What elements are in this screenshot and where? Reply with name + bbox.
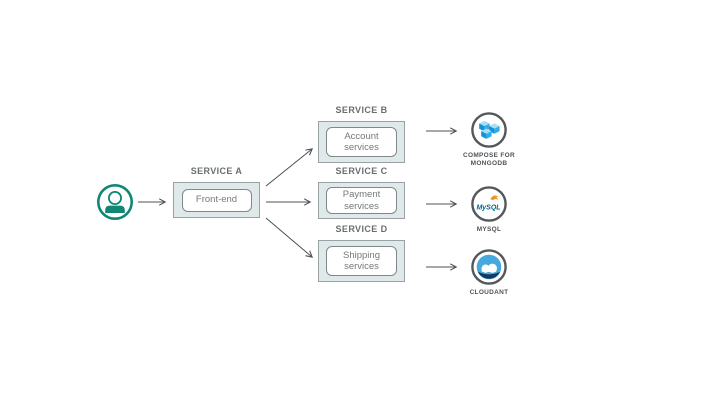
user-icon xyxy=(96,183,134,221)
service-c-node: SERVICE C Payment services xyxy=(318,166,405,219)
mysql-dolphin-glyph xyxy=(490,195,499,200)
cloudant-icon xyxy=(471,249,507,285)
mysql-icon: MySQL xyxy=(471,186,507,222)
service-a-box: Front-end xyxy=(173,182,260,218)
service-d-node: SERVICE D Shipping services xyxy=(318,224,405,282)
compose-for-mongodb-icon xyxy=(471,112,507,148)
service-d-label: SERVICE D xyxy=(335,224,388,234)
service-a-label: SERVICE A xyxy=(190,166,243,176)
service-d-box: Shipping services xyxy=(318,240,405,282)
service-b-label: SERVICE B xyxy=(335,105,388,115)
mysql-logo-text: MySQL xyxy=(476,205,500,212)
mysql-node: MySQL MYSQL xyxy=(457,185,521,234)
service-b-node: SERVICE B Account services xyxy=(318,105,405,163)
cloudant-node: CLOUDANT xyxy=(457,248,521,297)
service-b-component: Account services xyxy=(326,127,397,157)
service-c-label: SERVICE C xyxy=(335,166,388,176)
arrow-service-a-to-service-b xyxy=(265,148,314,187)
mongodb-label: COMPOSE FOR MONGODB xyxy=(462,152,516,167)
cloudant-label: CLOUDANT xyxy=(469,289,509,296)
mongodb-node: COMPOSE FOR MONGODB xyxy=(457,111,521,168)
service-b-box: Account services xyxy=(318,121,405,163)
service-a-node: SERVICE A Front-end xyxy=(173,166,260,218)
arrow-service-a-to-service-d xyxy=(265,217,314,258)
service-c-box: Payment services xyxy=(318,182,405,219)
user-node xyxy=(95,182,135,222)
mysql-label: MYSQL xyxy=(476,226,502,233)
service-a-component: Front-end xyxy=(181,188,252,212)
service-d-component: Shipping services xyxy=(326,246,397,276)
service-c-component: Payment services xyxy=(326,187,397,214)
